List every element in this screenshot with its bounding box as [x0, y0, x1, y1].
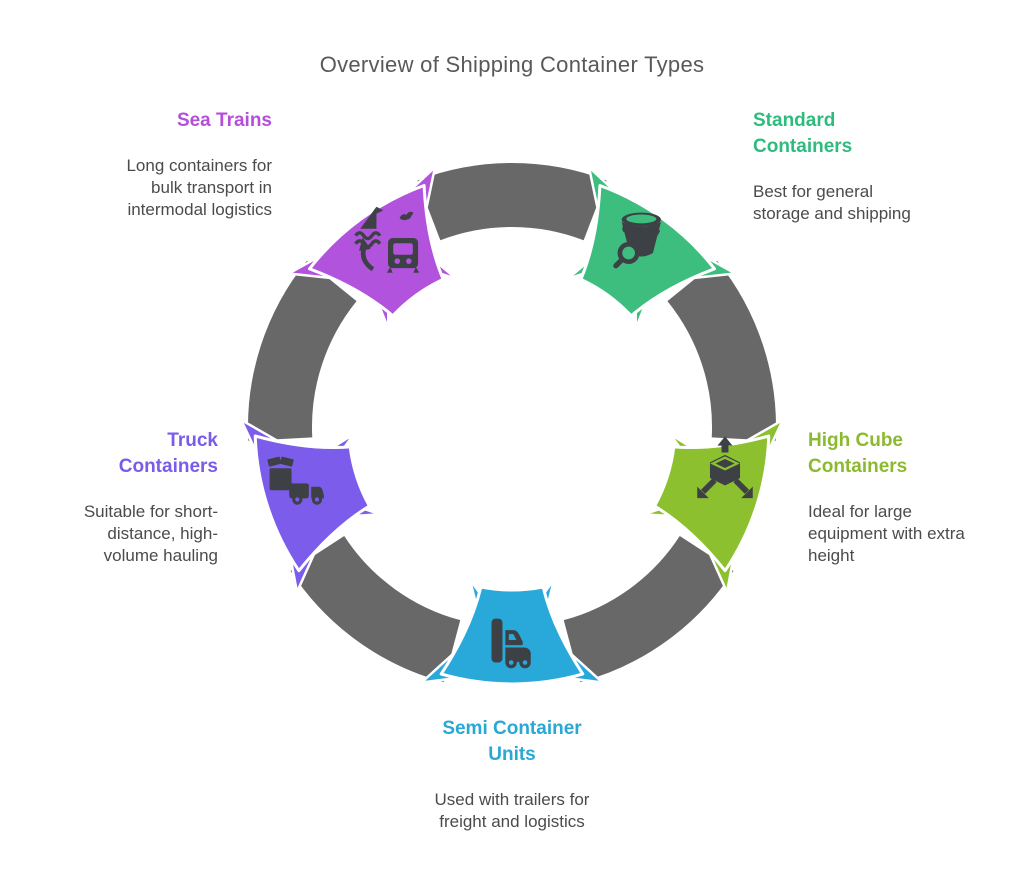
truck-containers-title: Truck Containers [118, 430, 218, 477]
bucket-search-icon-svg [613, 212, 661, 269]
ship-train-icon [351, 201, 425, 275]
ring-arc [563, 535, 734, 683]
semi-truck-icon-svg [491, 618, 531, 669]
ring-arc [667, 260, 777, 441]
semi-truck-icon [473, 607, 547, 681]
truck-containers-text-block: Truck Containers Suitable for short-dist… [54, 428, 218, 567]
cube-expand-icon [688, 434, 762, 508]
high-cube-containers-description: Ideal for large equipment with extra hei… [808, 502, 965, 565]
standard-containers-text-block: Standard Containers Best for general sto… [753, 108, 925, 225]
sea-trains-text-block: Sea Trains Long containers for bulk tran… [94, 108, 272, 221]
ship-train-icon-svg [354, 206, 420, 273]
sea-trains-description: Long containers for bulk transport in in… [126, 156, 272, 219]
box-truck-icon-svg [267, 456, 324, 505]
standard-containers-title: Standard Containers [753, 110, 853, 157]
ring-arc [290, 535, 461, 683]
box-truck-icon [258, 444, 332, 518]
segment-high-cube-containers [653, 434, 771, 573]
high-cube-containers-text-block: High Cube Containers Ideal for large equ… [808, 428, 986, 567]
ring-arc [417, 163, 607, 241]
semi-container-units-description: Used with trailers for freight and logis… [434, 790, 590, 831]
ring-arc [247, 260, 357, 441]
high-cube-containers-title: High Cube Containers [808, 430, 908, 477]
cube-expand-icon-svg [697, 436, 753, 499]
truck-containers-description: Suitable for short-distance, high-volume… [83, 502, 218, 565]
sea-trains-title: Sea Trains [176, 110, 272, 131]
semi-container-units-title: Semi Container Units [442, 718, 582, 765]
page-title: Overview of Shipping Container Types [319, 52, 705, 77]
standard-containers-description: Best for general storage and shipping [753, 182, 911, 223]
bucket-search-icon [602, 201, 676, 275]
semi-container-units-text-block: Semi Container Units Used with trailers … [410, 716, 614, 833]
